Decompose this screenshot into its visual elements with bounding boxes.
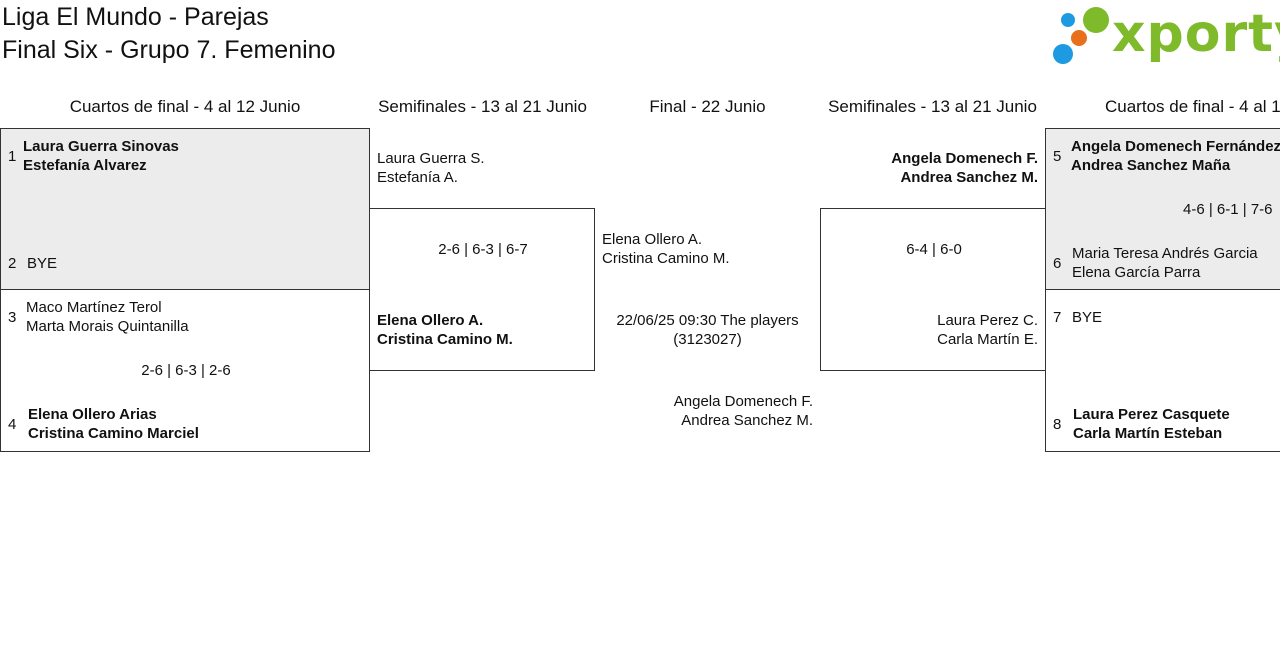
player-name: Angela Domenech F.: [673, 393, 813, 410]
player-name: Laura Guerra Sinovas: [23, 138, 179, 155]
player-name: Andrea Sanchez M.: [681, 412, 813, 429]
player-name: Estefanía Alvarez: [23, 157, 147, 174]
player-name: Estefanía A.: [377, 169, 458, 186]
player-name: Elena Ollero Arias: [28, 406, 157, 423]
final-team-a[interactable]: Elena Ollero A. Cristina Camino M.: [602, 230, 730, 268]
seed-number: 1: [8, 148, 17, 165]
round-header-final: Final - 22 Junio: [649, 97, 766, 116]
round-header-left-semis: Semifinales - 13 al 21 Junio: [378, 97, 587, 116]
player-name: Cristina Camino M.: [602, 250, 730, 267]
player-name: Laura Perez C.: [937, 312, 1038, 329]
seed-number: 5: [1053, 148, 1062, 165]
page-subtitle: Final Six - Grupo 7. Femenino: [2, 36, 336, 64]
player-name: Laura Perez Casquete: [1073, 406, 1230, 423]
left-semi-team-b[interactable]: Elena Ollero A. Cristina Camino M.: [377, 311, 513, 349]
player-name: Marta Morais Quintanilla: [26, 318, 189, 335]
left-quarter-match-2[interactable]: 3 Maco Martínez Terol Marta Morais Quint…: [0, 289, 370, 452]
player-name: Laura Guerra S.: [377, 150, 485, 167]
player-name: Maria Teresa Andrés Garcia: [1072, 245, 1258, 262]
player-name: Carla Martín Esteban: [1073, 425, 1223, 442]
team-a[interactable]: BYE: [1072, 308, 1102, 327]
logo-text: xporty: [1112, 4, 1280, 64]
team-b[interactable]: Maria Teresa Andrés Garcia Elena García …: [1072, 244, 1258, 282]
schedule-datetime: 22/06/25 09:30 The players: [616, 312, 799, 329]
team-b[interactable]: Laura Perez Casquete Carla Martín Esteba…: [1073, 405, 1230, 443]
match-score: 2-6 | 6-3 | 6-7: [438, 241, 528, 258]
right-semi-team-a[interactable]: Angela Domenech F. Andrea Sanchez M.: [820, 149, 1038, 187]
right-semi-match[interactable]: 6-4 | 6-0 Laura Perez C. Carla Martín E.: [820, 208, 1046, 371]
seed-number: 2: [8, 255, 17, 272]
player-name: Elena Ollero A.: [602, 231, 703, 248]
left-semi-match[interactable]: 2-6 | 6-3 | 6-7 Elena Ollero A. Cristina…: [369, 208, 595, 371]
player-name: BYE: [27, 255, 58, 272]
round-header-right-quarters: Cuartos de final - 4 al 12 Junio: [1105, 97, 1280, 116]
final-team-b[interactable]: Angela Domenech F. Andrea Sanchez M.: [600, 392, 813, 430]
player-name: Andrea Sanchez Maña: [1071, 157, 1231, 174]
schedule-code: (3123027): [673, 331, 742, 348]
player-name: Cristina Camino Marciel: [28, 425, 199, 442]
player-name: Elena García Parra: [1072, 264, 1201, 281]
left-quarter-match-1[interactable]: 1 Laura Guerra Sinovas Estefanía Alvarez…: [0, 128, 370, 290]
match-score: 2-6 | 6-3 | 2-6: [141, 362, 231, 379]
player-name: Andrea Sanchez M.: [900, 169, 1038, 186]
player-name: Angela Domenech F.: [891, 150, 1038, 167]
page-title: Liga El Mundo - Parejas: [2, 3, 269, 31]
round-header-right-semis: Semifinales - 13 al 21 Junio: [828, 97, 1037, 116]
left-semi-team-a[interactable]: Laura Guerra S. Estefanía A.: [377, 149, 485, 187]
seed-number: 7: [1053, 309, 1062, 326]
right-quarter-match-2[interactable]: 7 BYE 8 Laura Perez Casquete Carla Martí…: [1045, 289, 1280, 452]
player-name: Cristina Camino M.: [377, 331, 513, 348]
team-a[interactable]: Angela Domenech Fernández Andrea Sanchez…: [1071, 137, 1280, 175]
logo-dots-icon: [1053, 7, 1109, 64]
right-quarter-match-1[interactable]: 5 Angela Domenech Fernández Andrea Sanch…: [1045, 128, 1280, 290]
team-a[interactable]: Laura Guerra Sinovas Estefanía Alvarez: [23, 137, 179, 175]
final-schedule: 22/06/25 09:30 The players (3123027): [600, 311, 815, 349]
player-name: BYE: [1072, 309, 1103, 326]
match-score: 6-4 | 6-0: [906, 241, 962, 258]
seed-number: 4: [8, 416, 17, 433]
player-name: Elena Ollero A.: [377, 312, 484, 329]
round-header-left-quarters: Cuartos de final - 4 al 12 Junio: [69, 97, 301, 116]
player-name: Maco Martínez Terol: [26, 299, 162, 316]
right-semi-team-b[interactable]: Laura Perez C. Carla Martín E.: [821, 311, 1038, 349]
team-b[interactable]: BYE: [27, 254, 57, 273]
team-a[interactable]: Maco Martínez Terol Marta Morais Quintan…: [26, 298, 189, 336]
seed-number: 3: [8, 309, 17, 326]
xporty-logo: xporty: [1050, 4, 1280, 68]
team-b[interactable]: Elena Ollero Arias Cristina Camino Marci…: [28, 405, 199, 443]
player-name: Carla Martín E.: [937, 331, 1038, 348]
player-name: Angela Domenech Fernández: [1071, 138, 1280, 155]
seed-number: 8: [1053, 416, 1062, 433]
match-score: 4-6 | 6-1 | 7-6: [1183, 201, 1273, 218]
seed-number: 6: [1053, 255, 1062, 272]
